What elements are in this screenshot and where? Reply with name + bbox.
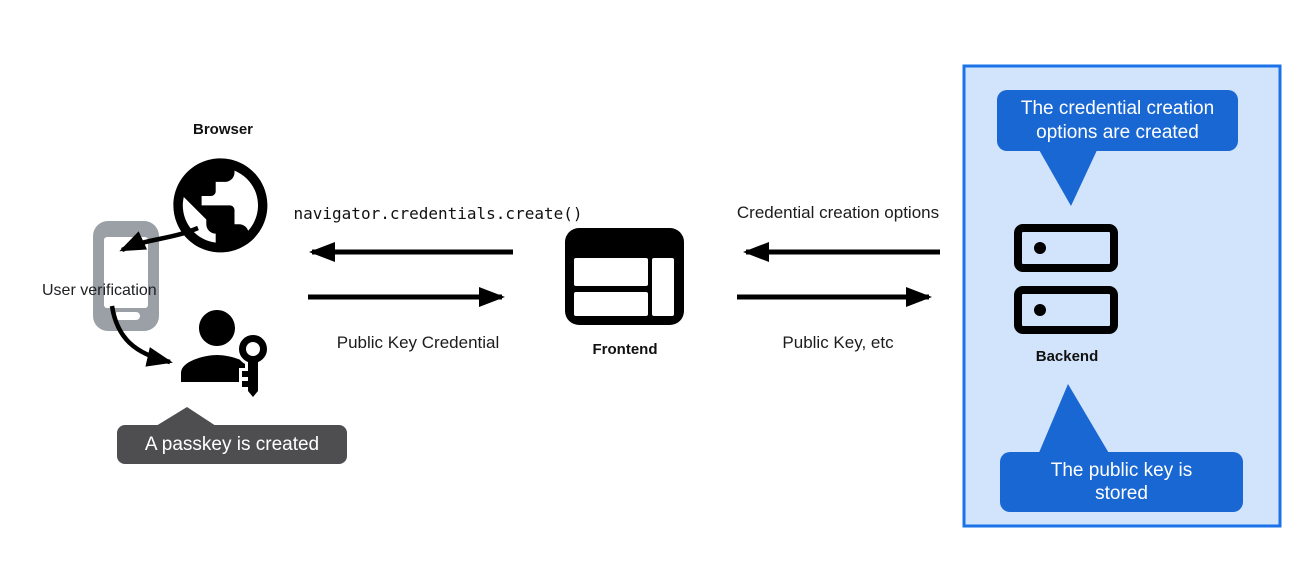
credential-options-created-bubble: The credential creation options are crea… [997,90,1238,151]
public-key-credential-label: Public Key Credential [336,333,500,352]
credential-creation-options-label: Credential creation options [736,203,940,222]
user-verification-label: User verification [42,282,157,299]
globe-icon [173,158,268,253]
passkey-created-tooltip: A passkey is created [117,425,347,464]
phone-icon [93,221,159,331]
server-icon [1014,224,1118,334]
browser-window-icon [565,228,684,325]
create-call-label: navigator.credentials.create() [293,204,583,223]
arrow-globe-to-phone [119,225,199,253]
public-key-etc-label: Public Key, etc [782,333,894,352]
bubble-bottom-tail [1038,384,1110,455]
person-icon [181,310,253,382]
browser-label: Browser [192,121,254,138]
arrow-phone-to-user [109,305,173,367]
bubble-top-tail [1038,148,1098,206]
backend-label: Backend [1035,348,1099,365]
frontend-label: Frontend [592,341,658,358]
key-icon [236,332,270,402]
passkey-tooltip-tail [156,407,216,426]
public-key-stored-bubble: The public key is stored [1000,452,1243,512]
